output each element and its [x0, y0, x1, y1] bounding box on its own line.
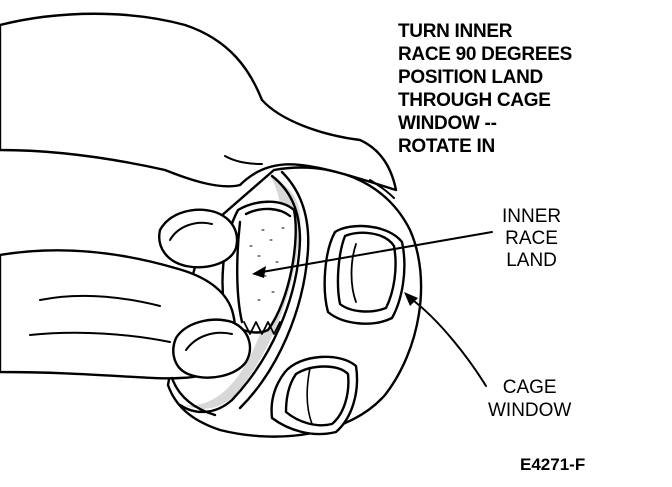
instruction-caption: TURN INNER RACE 90 DEGREES POSITION LAND… — [398, 21, 572, 157]
inner-race — [221, 200, 297, 334]
hand-knuckle-lines — [224, 155, 395, 199]
thumb-upper — [158, 208, 239, 269]
inner-race-shading — [249, 227, 285, 301]
figure-id: E4271-F — [520, 455, 586, 474]
ball-highlight — [350, 243, 357, 303]
cage-window-upper-inner — [336, 231, 397, 313]
race-splines — [243, 321, 281, 335]
finger-crease — [29, 294, 171, 343]
cage-window-upper — [323, 224, 406, 325]
hand-upper — [0, 12, 398, 192]
cage-inner-edge — [178, 174, 302, 414]
inner-race-land-arrowhead — [252, 266, 266, 278]
finger-lower-bottom — [170, 376, 217, 417]
cage-window-lower-inner — [284, 365, 350, 427]
inner-race-land-label: INNER RACE LAND — [502, 206, 562, 271]
window-lower-hatch — [306, 367, 313, 425]
inner-race-land-leader — [261, 231, 493, 273]
finger-lower-tip — [172, 318, 252, 379]
cage-window-label: CAGE WINDOW — [488, 377, 572, 421]
cage-window-leader — [409, 297, 487, 387]
finger-lower-nail — [185, 331, 233, 351]
cage-window-arrowhead — [404, 292, 418, 306]
thumb-upper-nail — [169, 221, 213, 241]
cage-window-lower — [270, 355, 359, 436]
cage-rim-line — [238, 170, 310, 410]
inner-race-land — [236, 207, 292, 324]
